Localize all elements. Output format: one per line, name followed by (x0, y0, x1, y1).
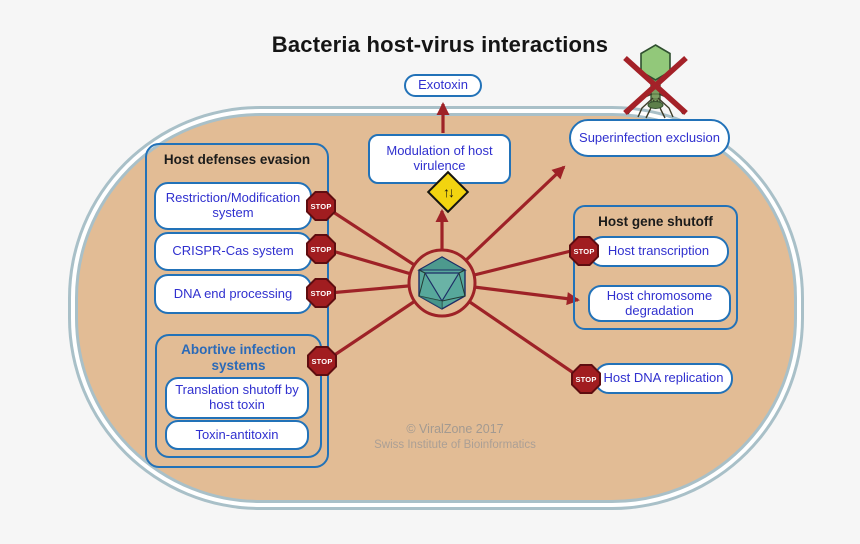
stop-label: STOP (573, 246, 595, 256)
stop-sign-crispr: STOP (306, 234, 336, 264)
node-host-transcription: Host transcription (588, 236, 729, 267)
stop-label: STOP (575, 374, 597, 384)
node-dna-end-label: DNA end processing (173, 285, 293, 301)
stop-sign-restriction: STOP (306, 191, 336, 221)
stop-label: STOP (310, 201, 332, 211)
node-dna-end-processing: DNA end processing (154, 274, 312, 314)
node-restriction-label: Restriction/Modification system (165, 190, 301, 220)
group-abortive-title: Abortive infection systems (181, 342, 296, 373)
node-crispr-label: CRISPR-Cas system (172, 243, 294, 259)
node-toxin-antitoxin-label: Toxin-antitoxin (195, 426, 279, 442)
stop-label: STOP (311, 356, 333, 366)
stop-sign-transcription: STOP (569, 236, 599, 266)
credit-block: © ViralZone 2017 Swiss Institute of Bioi… (305, 422, 605, 451)
stop-label: STOP (310, 244, 332, 254)
node-toxin-antitoxin: Toxin-antitoxin (165, 420, 309, 450)
node-replication-label: Host DNA replication (603, 370, 724, 386)
node-modulation-label: Modulation of host virulence (386, 143, 493, 173)
up-down-arrows-glyph: ↑↓ (443, 184, 453, 200)
node-exotoxin-label: Exotoxin (418, 77, 468, 93)
stop-label: STOP (310, 288, 332, 298)
stop-sign-inner: STOP (571, 238, 597, 264)
node-host-chromosome-degradation: Host chromosome degradation (588, 285, 731, 322)
group-gene-shutoff-title: Host gene shutoff (598, 214, 713, 229)
stop-sign-inner: STOP (308, 236, 334, 262)
node-translation-label: Translation shutoff by host toxin (175, 382, 299, 412)
node-superinfection-label: Superinfection exclusion (579, 129, 720, 145)
stop-sign-inner: STOP (308, 280, 334, 306)
stop-sign-replication: STOP (571, 364, 601, 394)
stop-sign-inner: STOP (308, 193, 334, 219)
node-crispr-cas: CRISPR-Cas system (154, 232, 312, 271)
node-translation-shutoff: Translation shutoff by host toxin (165, 377, 309, 419)
node-host-dna-replication: Host DNA replication (594, 363, 733, 394)
node-chromosome-label: Host chromosome degradation (606, 287, 713, 318)
stop-sign-inner: STOP (573, 366, 599, 392)
phage-tail-stripes (651, 83, 660, 100)
stop-sign-abortive: STOP (307, 346, 337, 376)
stop-sign-inner: STOP (309, 348, 335, 374)
phage-baseplate (647, 101, 664, 109)
phage-tail (650, 77, 661, 105)
stop-sign-dna-end: STOP (306, 278, 336, 308)
page-title: Bacteria host-virus interactions (271, 32, 609, 57)
credit-line2: Swiss Institute of Bioinformatics (374, 439, 536, 451)
node-exotoxin: Exotoxin (404, 74, 482, 97)
credit-line1: © ViralZone 2017 (406, 422, 504, 436)
node-superinfection: Superinfection exclusion (569, 119, 730, 157)
node-modulation: Modulation of host virulence (368, 134, 511, 184)
red-x-icon (623, 55, 688, 116)
group-host-defenses-title: Host defenses evasion (163, 152, 311, 167)
node-restriction-modification: Restriction/Modification system (154, 182, 312, 230)
group-abortive-infection: Abortive infection systems (155, 334, 322, 458)
node-transcription-label: Host transcription (607, 243, 710, 259)
